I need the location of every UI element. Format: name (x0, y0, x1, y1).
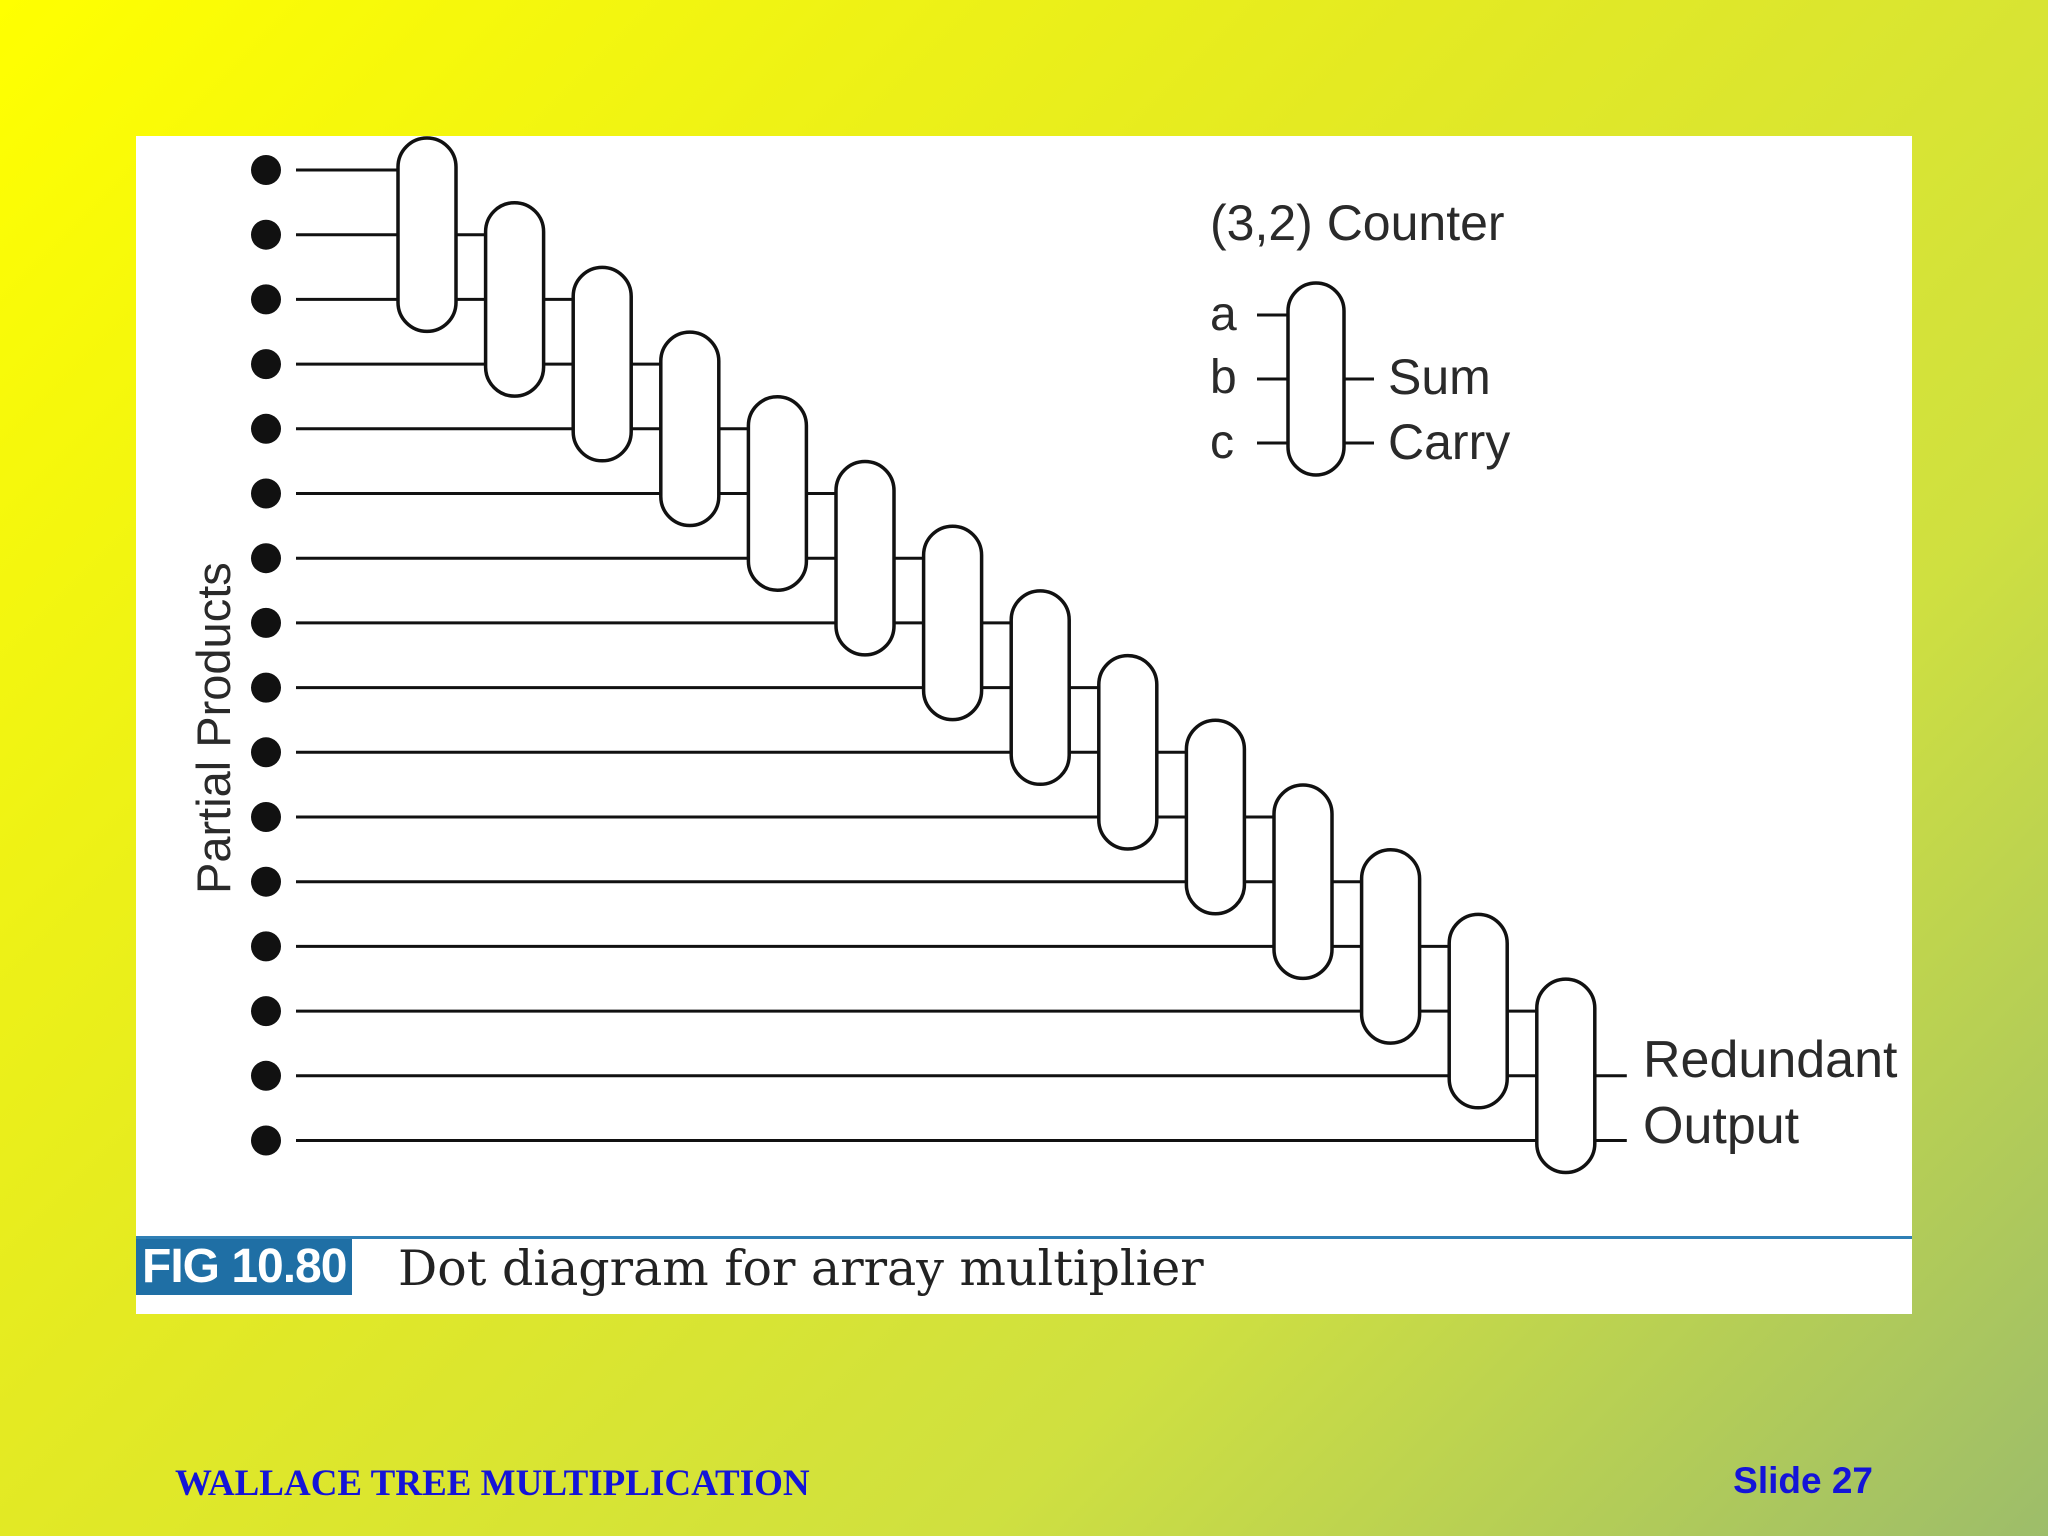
counter-3-2 (1097, 653, 1159, 851)
counter-3-2 (1359, 847, 1422, 1045)
footer-title: WALLACE TREE MULTIPLICATION (175, 1463, 810, 1504)
caption-rule (136, 1236, 1912, 1239)
counter-3-2 (659, 330, 721, 528)
counter-3-2 (746, 395, 809, 592)
legend-title: (3,2) Counter (1210, 195, 1505, 251)
legend-input-a: a (1210, 288, 1237, 341)
counter-3-2 (1447, 912, 1509, 1110)
counter-3-2 (921, 524, 984, 722)
counter-3-2 (571, 265, 633, 463)
partial-product-dot (251, 349, 281, 380)
partial-product-dot (251, 543, 281, 574)
legend-input-c: c (1210, 416, 1234, 469)
partial-product-dot (251, 413, 281, 444)
partial-product-dot (251, 931, 281, 962)
counter-3-2 (1272, 783, 1334, 981)
partial-product-dot (251, 672, 281, 703)
figure-number-badge: FIG 10.80 (136, 1239, 353, 1295)
counter-3-2 (396, 136, 458, 334)
partial-product-dot (251, 1060, 281, 1091)
legend-input-b: b (1210, 351, 1237, 404)
partial-product-dot (251, 284, 281, 315)
partial-product-dot (251, 1125, 281, 1156)
legend-output-carry: Carry (1388, 414, 1510, 470)
counter-3-2 (1009, 589, 1071, 787)
partial-product-dot (251, 219, 281, 250)
figure-caption: Dot diagram for array multiplier (398, 1240, 1204, 1297)
slide-number: Slide 27 (1733, 1460, 1873, 1501)
partial-product-dot (251, 155, 281, 185)
partial-product-dot (251, 802, 281, 832)
partial-product-dot (251, 607, 281, 638)
output-label-line2: Output (1643, 1097, 1800, 1155)
counter-3-2 (1184, 718, 1247, 916)
output-label-line1: Redundant (1643, 1031, 1898, 1089)
partial-product-dot (251, 737, 281, 768)
counter-3-2 (1535, 977, 1597, 1175)
dot-diagram: (3,2) Counter a b c Sum Carry Redundant … (251, 136, 1898, 1175)
figure-panel: (3,2) Counter a b c Sum Carry Redundant … (136, 136, 1912, 1314)
axis-label-partial-products: Partial Products (187, 562, 240, 894)
legend-counter (1286, 281, 1346, 477)
partial-product-dot (251, 866, 281, 897)
partial-product-dot (251, 996, 281, 1027)
counter-3-2 (483, 200, 546, 398)
legend-output-sum: Sum (1388, 349, 1491, 405)
partial-product-dot (251, 478, 281, 509)
counter-3-2 (834, 459, 896, 657)
